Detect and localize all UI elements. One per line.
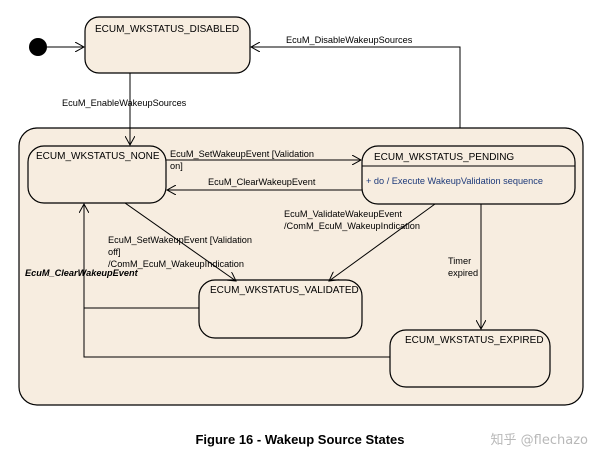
label-validate-1: EcuM_ValidateWakeupEvent bbox=[284, 209, 402, 219]
state-validated-label: ECUM_WKSTATUS_VALIDATED bbox=[210, 285, 359, 296]
label-timer-1: Timer bbox=[448, 256, 471, 266]
label-enable: EcuM_EnableWakeupSources bbox=[62, 98, 187, 108]
state-pending-action: + do / Execute WakeupValidation sequence bbox=[366, 176, 543, 186]
label-set-validation-off-3: /ComM_EcuM_WakeupIndication bbox=[108, 259, 244, 269]
edge-set-validation-off bbox=[124, 202, 236, 281]
state-expired-label: ECUM_WKSTATUS_EXPIRED bbox=[405, 335, 544, 346]
label-clear-from-pending: EcuM_ClearWakeupEvent bbox=[208, 177, 316, 187]
state-pending-label: ECUM_WKSTATUS_PENDING bbox=[374, 152, 514, 163]
state-pending: ECUM_WKSTATUS_PENDING + do / Execute Wak… bbox=[361, 145, 576, 205]
figure-caption: Figure 16 - Wakeup Source States bbox=[195, 432, 404, 447]
state-validated: ECUM_WKSTATUS_VALIDATED bbox=[198, 279, 363, 339]
watermark: 知乎 @flechazo bbox=[491, 432, 588, 448]
edge-disable bbox=[251, 47, 461, 128]
label-timer-2: expired bbox=[448, 268, 478, 278]
state-disabled: ECUM_WKSTATUS_DISABLED bbox=[84, 16, 251, 74]
state-none-label: ECUM_WKSTATUS_NONE bbox=[36, 151, 160, 162]
state-disabled-label: ECUM_WKSTATUS_DISABLED bbox=[95, 24, 239, 35]
edge-clear-from-expired bbox=[83, 308, 390, 358]
label-validate-2: /ComM_EcuM_WakeupIndication bbox=[284, 221, 420, 231]
label-disable: EcuM_DisableWakeupSources bbox=[286, 35, 413, 45]
initial-state-dot bbox=[29, 38, 47, 56]
label-clear-from-validated-expired: EcuM_ClearWakeupEvent bbox=[25, 268, 139, 278]
state-none: ECUM_WKSTATUS_NONE bbox=[27, 145, 167, 204]
label-set-validation-on-2: on] bbox=[170, 161, 183, 171]
label-set-validation-off-2: off] bbox=[108, 247, 121, 257]
state-expired: ECUM_WKSTATUS_EXPIRED bbox=[389, 329, 551, 388]
label-set-validation-off-1: EcuM_SetWakeupEvent [Validation bbox=[108, 235, 252, 245]
label-set-validation-on-1: EcuM_SetWakeupEvent [Validation bbox=[170, 149, 314, 159]
edge-validate bbox=[329, 203, 436, 281]
